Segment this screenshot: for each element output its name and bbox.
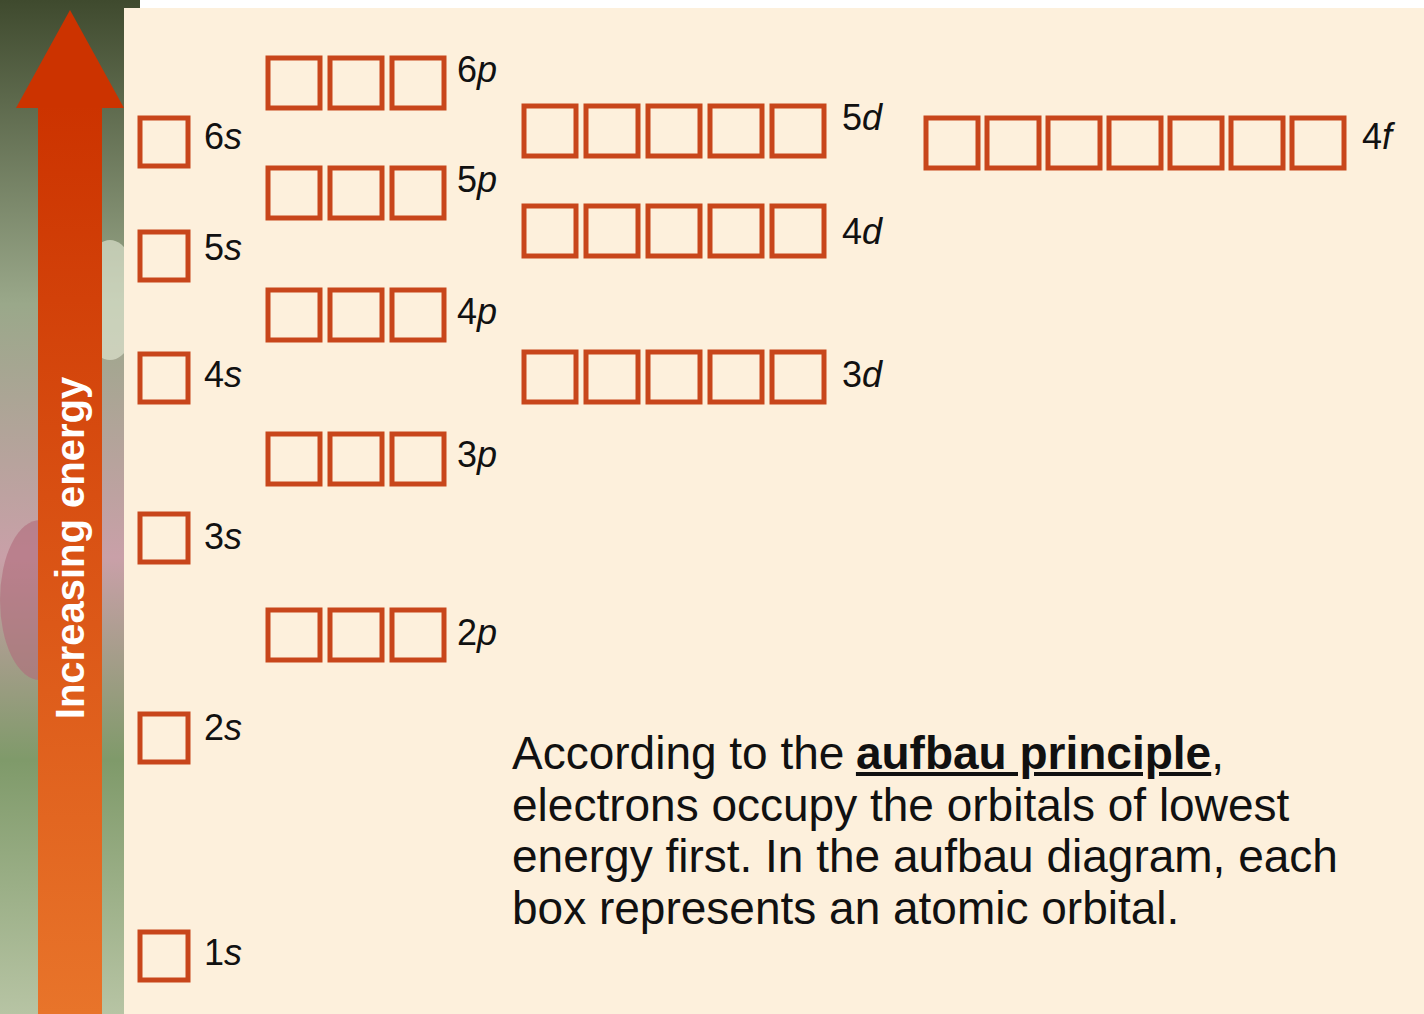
- orbital-box: [772, 352, 824, 402]
- orbital-boxes: [140, 58, 1344, 980]
- axis-label: Increasing energy: [50, 377, 90, 719]
- orbital-label: 5s: [204, 230, 242, 266]
- orbital-box: [268, 290, 320, 340]
- orbital-box: [268, 610, 320, 660]
- orbital-box: [392, 58, 444, 108]
- orbital-box: [1170, 118, 1222, 168]
- orbital-box: [268, 168, 320, 218]
- orbital-label: 6p: [457, 52, 497, 88]
- orbital-label: 3s: [204, 519, 242, 555]
- arrow-head: [16, 10, 124, 108]
- orbital-box: [268, 58, 320, 108]
- orbital-box: [524, 106, 576, 156]
- orbital-box: [648, 352, 700, 402]
- orbital-box: [586, 206, 638, 256]
- orbital-box: [330, 610, 382, 660]
- orbital-box: [524, 206, 576, 256]
- orbital-label: 4d: [842, 214, 882, 250]
- orbital-box: [140, 232, 188, 280]
- energy-arrow: [16, 10, 124, 1014]
- orbital-label: 4s: [204, 357, 242, 393]
- orbital-box: [392, 290, 444, 340]
- orbital-box: [710, 352, 762, 402]
- photo-strip: [0, 0, 140, 1014]
- orbital-label: 1s: [204, 935, 242, 971]
- orbital-box: [1109, 118, 1161, 168]
- orbital-box: [330, 290, 382, 340]
- orbital-label: 5p: [457, 162, 497, 198]
- orbital-box: [710, 106, 762, 156]
- orbital-label: 4p: [457, 294, 497, 330]
- orbital-box: [140, 932, 188, 980]
- orbital-box: [987, 118, 1039, 168]
- orbital-box: [1292, 118, 1344, 168]
- orbital-box: [926, 118, 978, 168]
- orbital-label: 2s: [204, 710, 242, 746]
- orbital-box: [140, 118, 188, 166]
- orbital-box: [140, 514, 188, 562]
- orbital-box: [392, 610, 444, 660]
- orbital-box: [586, 352, 638, 402]
- orbital-box: [330, 58, 382, 108]
- orbital-box: [524, 352, 576, 402]
- panel-background: [124, 8, 1424, 1014]
- orbital-box: [330, 168, 382, 218]
- orbital-box: [140, 714, 188, 762]
- orbital-box: [392, 434, 444, 484]
- body-text-part: According to the: [512, 727, 844, 779]
- orbital-box: [772, 206, 824, 256]
- orbital-label: 5d: [842, 100, 882, 136]
- orbital-box: [1231, 118, 1283, 168]
- key-term: aufbau principle: [856, 727, 1211, 779]
- orbital-label: 2p: [457, 615, 497, 651]
- arrow-shaft: [38, 104, 102, 1014]
- orbital-box: [1048, 118, 1100, 168]
- orbital-box: [268, 434, 320, 484]
- body-text: According to theaufbau principle, electr…: [512, 728, 1412, 934]
- orbital-box: [648, 106, 700, 156]
- orbital-label: 3p: [457, 437, 497, 473]
- orbital-box: [330, 434, 382, 484]
- orbital-label: 3d: [842, 357, 882, 393]
- orbital-box: [140, 354, 188, 402]
- orbital-box: [586, 106, 638, 156]
- orbital-box: [392, 168, 444, 218]
- orbital-box: [710, 206, 762, 256]
- orbital-box: [772, 106, 824, 156]
- orbital-label: 6s: [204, 119, 242, 155]
- orbital-box: [648, 206, 700, 256]
- orbital-label: 4f: [1362, 119, 1392, 155]
